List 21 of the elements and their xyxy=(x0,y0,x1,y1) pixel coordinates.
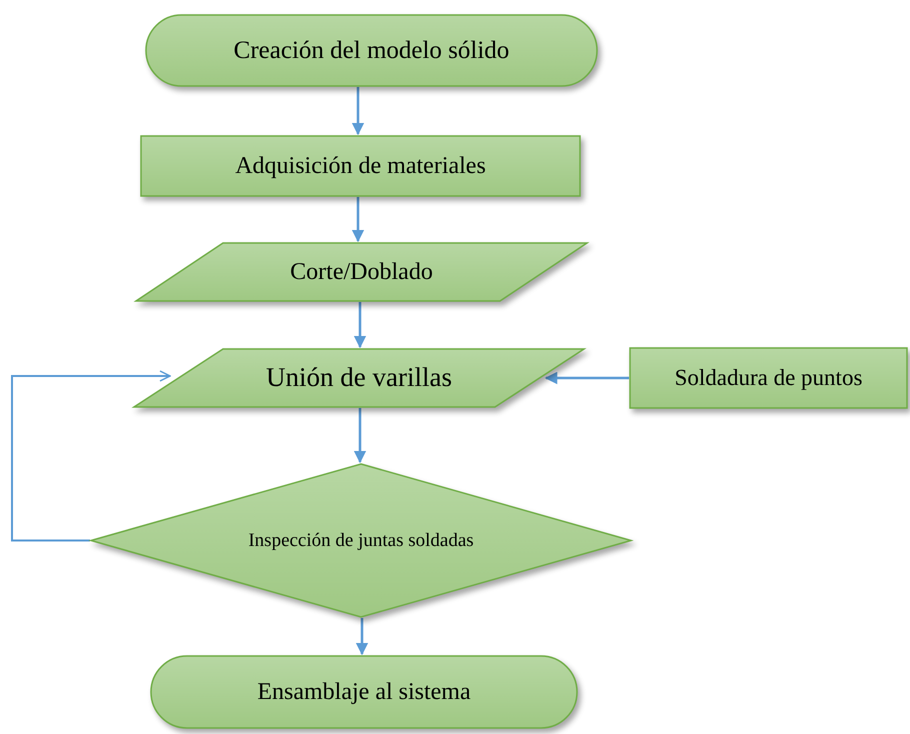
arrow xyxy=(352,87,364,136)
arrow xyxy=(544,372,629,384)
node-label: Unión de varillas xyxy=(266,361,452,394)
node-label: Adquisición de materiales xyxy=(235,152,486,181)
arrow xyxy=(11,370,171,542)
node-label: Inspección de juntas soldadas xyxy=(248,528,474,552)
start-terminal xyxy=(145,14,598,87)
end-terminal xyxy=(150,655,578,729)
io-parallelogram xyxy=(133,348,585,408)
process-box xyxy=(140,135,581,197)
process-box xyxy=(629,347,908,409)
node-label: Soldadura de puntos xyxy=(674,364,862,392)
arrow xyxy=(354,302,366,348)
decision-diamond xyxy=(90,463,632,618)
arrow xyxy=(352,197,364,242)
node-label: Creación del modelo sólido xyxy=(234,36,510,66)
io-parallelogram xyxy=(135,242,588,302)
arrow xyxy=(354,408,366,464)
arrow xyxy=(356,618,368,656)
node-label: Corte/Doblado xyxy=(290,258,433,287)
node-label: Ensamblaje al sistema xyxy=(257,678,471,707)
